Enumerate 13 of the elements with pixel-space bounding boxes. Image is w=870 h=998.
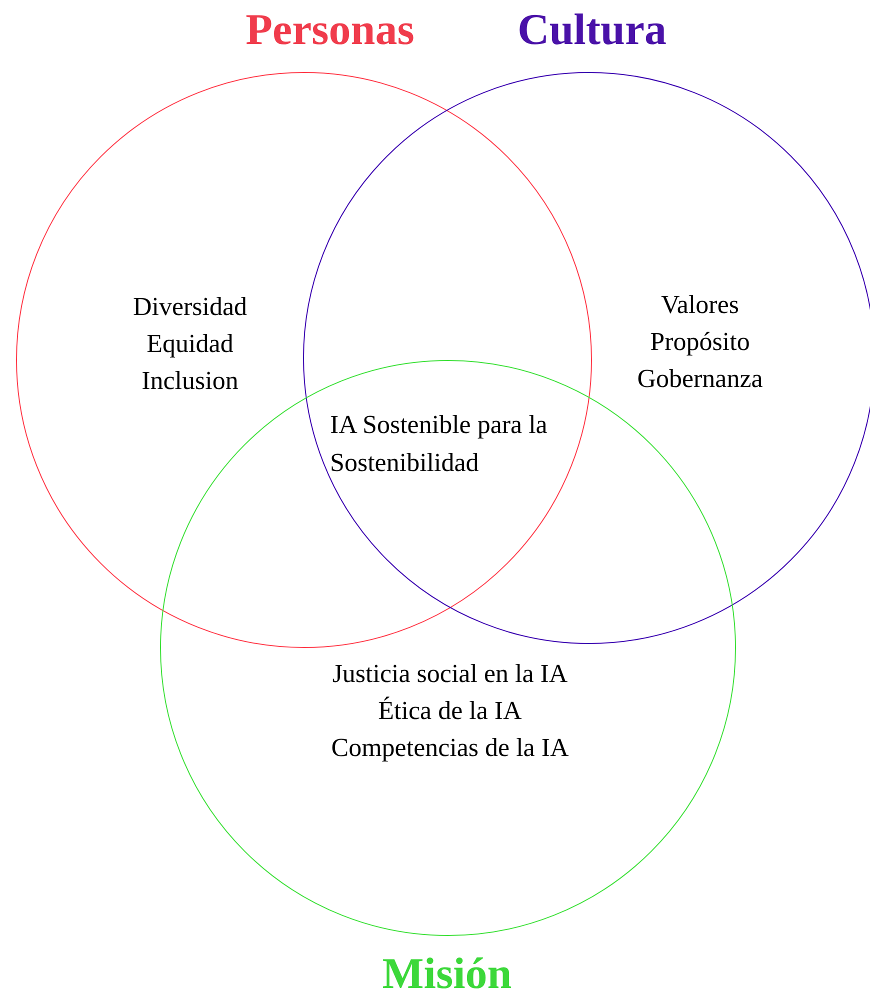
circle-item-text: Propósito — [650, 326, 750, 358]
circle-item-text: Competencias de la IA — [331, 732, 569, 764]
circle-item-text: Gobernanza — [637, 363, 763, 395]
circle-title: Cultura — [516, 4, 668, 56]
circle-title: Misión — [381, 948, 513, 998]
circle-title: Personas — [244, 4, 416, 56]
circle-item-text: Inclusion — [142, 365, 238, 397]
circle-item-text: Diversidad — [132, 291, 248, 323]
circle-item-text: Equidad — [146, 328, 234, 360]
circle-item-text: Valores — [661, 289, 739, 321]
circle-item-text: Justicia social en la IA — [332, 658, 568, 690]
circle-item-text: Ética de la IA — [378, 695, 522, 727]
intersection-text: IA Sostenible para la Sostenibilidad — [330, 409, 548, 479]
